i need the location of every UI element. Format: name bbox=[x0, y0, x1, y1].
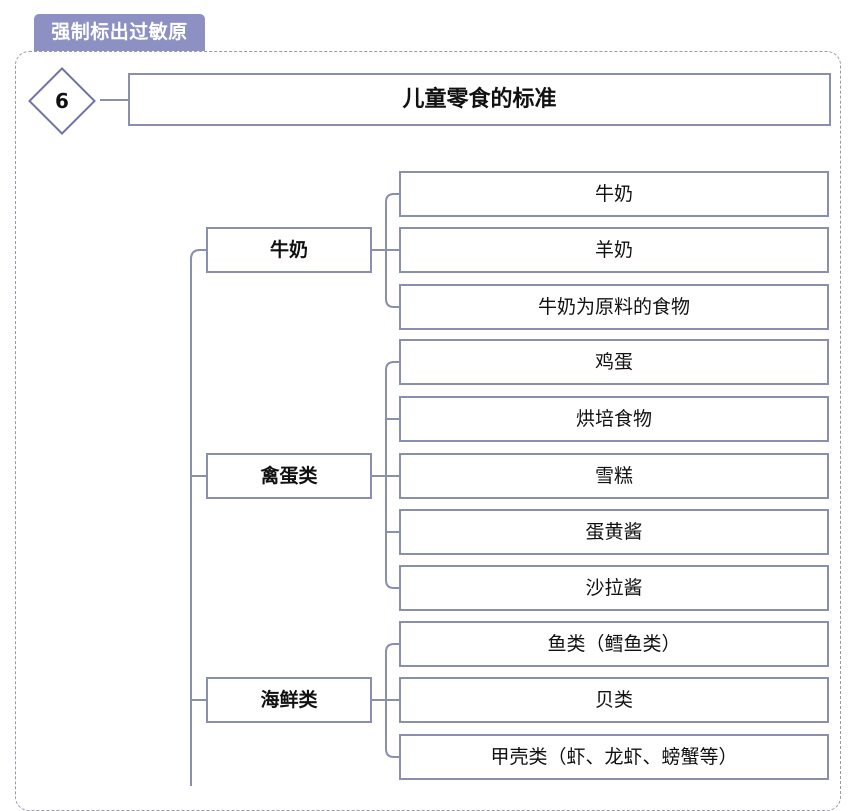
category-seafood: 海鲜类 bbox=[206, 677, 372, 723]
item-baked-food: 烘培食物 bbox=[399, 396, 829, 442]
item-shellfish: 贝类 bbox=[399, 677, 829, 723]
category-eggs: 禽蛋类 bbox=[206, 453, 372, 499]
item-ice-cream: 雪糕 bbox=[399, 453, 829, 499]
item-milk-based-food: 牛奶为原料的食物 bbox=[399, 284, 829, 330]
item-milk: 牛奶 bbox=[399, 171, 829, 217]
item-mayonnaise: 蛋黄酱 bbox=[399, 509, 829, 555]
section-title: 儿童零食的标准 bbox=[128, 73, 831, 126]
item-crustaceans: 甲壳类（虾、龙虾、螃蟹等） bbox=[399, 734, 829, 780]
tree-connectors bbox=[100, 99, 399, 786]
item-fish: 鱼类（鳕鱼类） bbox=[399, 621, 829, 667]
section-number: 6 bbox=[55, 89, 69, 113]
item-goat-milk: 羊奶 bbox=[399, 227, 829, 273]
item-egg: 鸡蛋 bbox=[399, 339, 829, 385]
item-salad-dressing: 沙拉酱 bbox=[399, 565, 829, 611]
section-tag: 强制标出过敏原 bbox=[34, 14, 205, 51]
category-milk: 牛奶 bbox=[206, 227, 372, 273]
